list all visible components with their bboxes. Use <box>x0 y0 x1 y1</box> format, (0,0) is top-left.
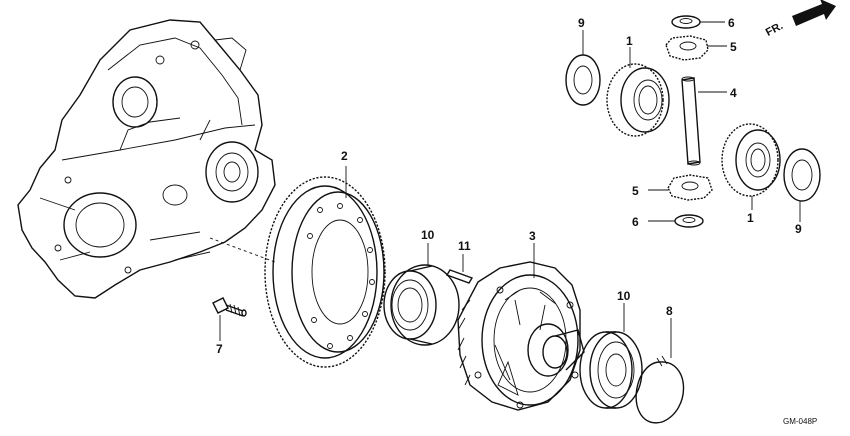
front-direction-label: FR. <box>764 20 785 39</box>
callout-11: 11 <box>458 239 471 253</box>
differential-case <box>457 261 585 411</box>
front-direction-indicator: FR. <box>764 0 836 39</box>
thrust-washer-upper <box>565 54 601 106</box>
left-bearing <box>383 264 460 346</box>
side-gear-lower <box>721 123 781 197</box>
transmission-housing <box>17 19 276 299</box>
callout-10-left: 10 <box>421 228 435 242</box>
callout-1-upper: 1 <box>626 34 633 48</box>
callout-1-lower: 1 <box>747 211 754 225</box>
snap-ring <box>635 355 685 424</box>
callout-5-upper: 5 <box>730 40 737 54</box>
callout-2: 2 <box>341 149 348 163</box>
roller-pin <box>445 269 474 284</box>
front-arrow-icon <box>792 0 836 26</box>
callout-5-lower: 5 <box>632 184 639 198</box>
ring-gear <box>264 176 386 368</box>
right-bearing <box>579 331 643 409</box>
ring-gear-bolt <box>212 297 247 317</box>
pinion-washer-upper <box>671 15 701 29</box>
pinion-gear-upper <box>665 35 709 61</box>
pinion-washer-lower <box>674 214 704 228</box>
callout-7: 7 <box>216 342 223 356</box>
ring-gear-bolt-holes <box>307 203 375 349</box>
side-gear-upper <box>606 63 670 137</box>
callout-6-lower: 6 <box>632 215 639 229</box>
callout-3: 3 <box>529 229 536 243</box>
pinion-shaft <box>681 76 701 166</box>
leader-lines <box>219 21 801 358</box>
callout-labels: 9 1 6 5 4 5 6 1 9 2 3 10 11 7 10 8 <box>216 16 802 356</box>
callout-4: 4 <box>730 86 737 100</box>
callout-8: 8 <box>666 304 673 318</box>
pinion-gear-lower <box>667 174 713 201</box>
callout-6-upper: 6 <box>728 16 735 30</box>
thrust-washer-lower <box>783 148 821 202</box>
callout-10-right: 10 <box>617 289 631 303</box>
drawing-code: GM-048P <box>783 417 817 426</box>
callout-9-upper: 9 <box>578 16 585 30</box>
callout-9-lower: 9 <box>795 222 802 236</box>
